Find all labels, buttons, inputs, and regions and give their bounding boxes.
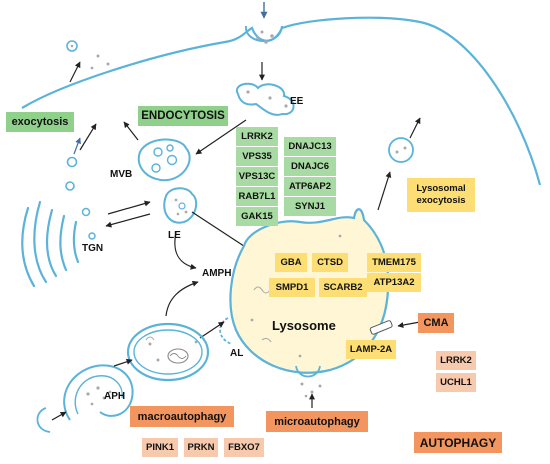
cell-membrane (21, 16, 542, 186)
cma-gene-lrrk2: LRRK2 (436, 351, 476, 370)
lamp2a-channel (369, 320, 393, 335)
endo-gene-rab7l1: RAB7L1 (236, 187, 278, 206)
autophagosome (126, 322, 210, 382)
exocytic-lysosome (388, 137, 414, 163)
endo-gene-gak15: GAK15 (236, 207, 278, 226)
autophagy-label: AUTOPHAGY (414, 432, 502, 453)
gene-gba: GBA (275, 253, 307, 272)
endocytic-pit (245, 25, 283, 42)
macro-gene-fbxo7: FBXO7 (224, 438, 264, 457)
endo-gene-lrrk2: LRRK2 (236, 127, 278, 146)
endo-gene-vps35: VPS35 (236, 147, 278, 166)
exocytosis-vesicles (65, 40, 78, 191)
amph-label: AMPH (202, 268, 232, 279)
gene-tmem175: TMEM175 (367, 253, 421, 272)
phagophore (63, 364, 134, 421)
tgn-label: TGN (82, 243, 104, 254)
ee-label: EE (290, 96, 304, 107)
gene-scarb2: SCARB2 (319, 278, 367, 297)
macro-gene-prkn: PRKN (184, 438, 218, 457)
al-label: AL (230, 348, 244, 359)
microautophagy-label: microautophagy (266, 411, 368, 432)
cma-label: CMA (418, 313, 454, 333)
macroautophagy-label: macroautophagy (130, 406, 234, 427)
endo-gene-dnajc6: DNAJC6 (284, 157, 336, 176)
mvb (137, 138, 191, 182)
lysosome-label: Lysosome (272, 318, 336, 333)
endo-gene-synj1: SYNJ1 (284, 197, 336, 216)
tgn-stack (21, 200, 80, 288)
macro-gene-pink1: PINK1 (142, 438, 178, 457)
endo-gene-dnajc13: DNAJC13 (284, 137, 336, 156)
aph-label: APH (104, 391, 126, 402)
gene-ctsd: CTSD (312, 253, 348, 272)
lysosomal-exocytosis-text: Lysosomal exocytosis (416, 183, 466, 206)
late-endosome (163, 187, 198, 224)
lysosomal-exocytosis-label: Lysosomal exocytosis (407, 178, 475, 212)
exocytosis-label: exocytosis (6, 112, 74, 132)
gene-atp13a2: ATP13A2 (367, 273, 421, 292)
endocytosis-label: ENDOCYTOSIS (138, 106, 228, 126)
gene-smpd1: SMPD1 (269, 278, 315, 297)
cma-gene-uchl1: UCHL1 (436, 373, 476, 392)
endo-gene-vps13c: VPS13C (236, 167, 278, 186)
mitochondrion-icon (167, 348, 189, 364)
gene-lamp2a: LAMP-2A (346, 340, 396, 359)
endo-gene-atp6ap2: ATP6AP2 (284, 177, 336, 196)
le-label: LE (168, 230, 181, 241)
early-endosome (235, 82, 295, 116)
mvb-label: MVB (110, 169, 133, 180)
